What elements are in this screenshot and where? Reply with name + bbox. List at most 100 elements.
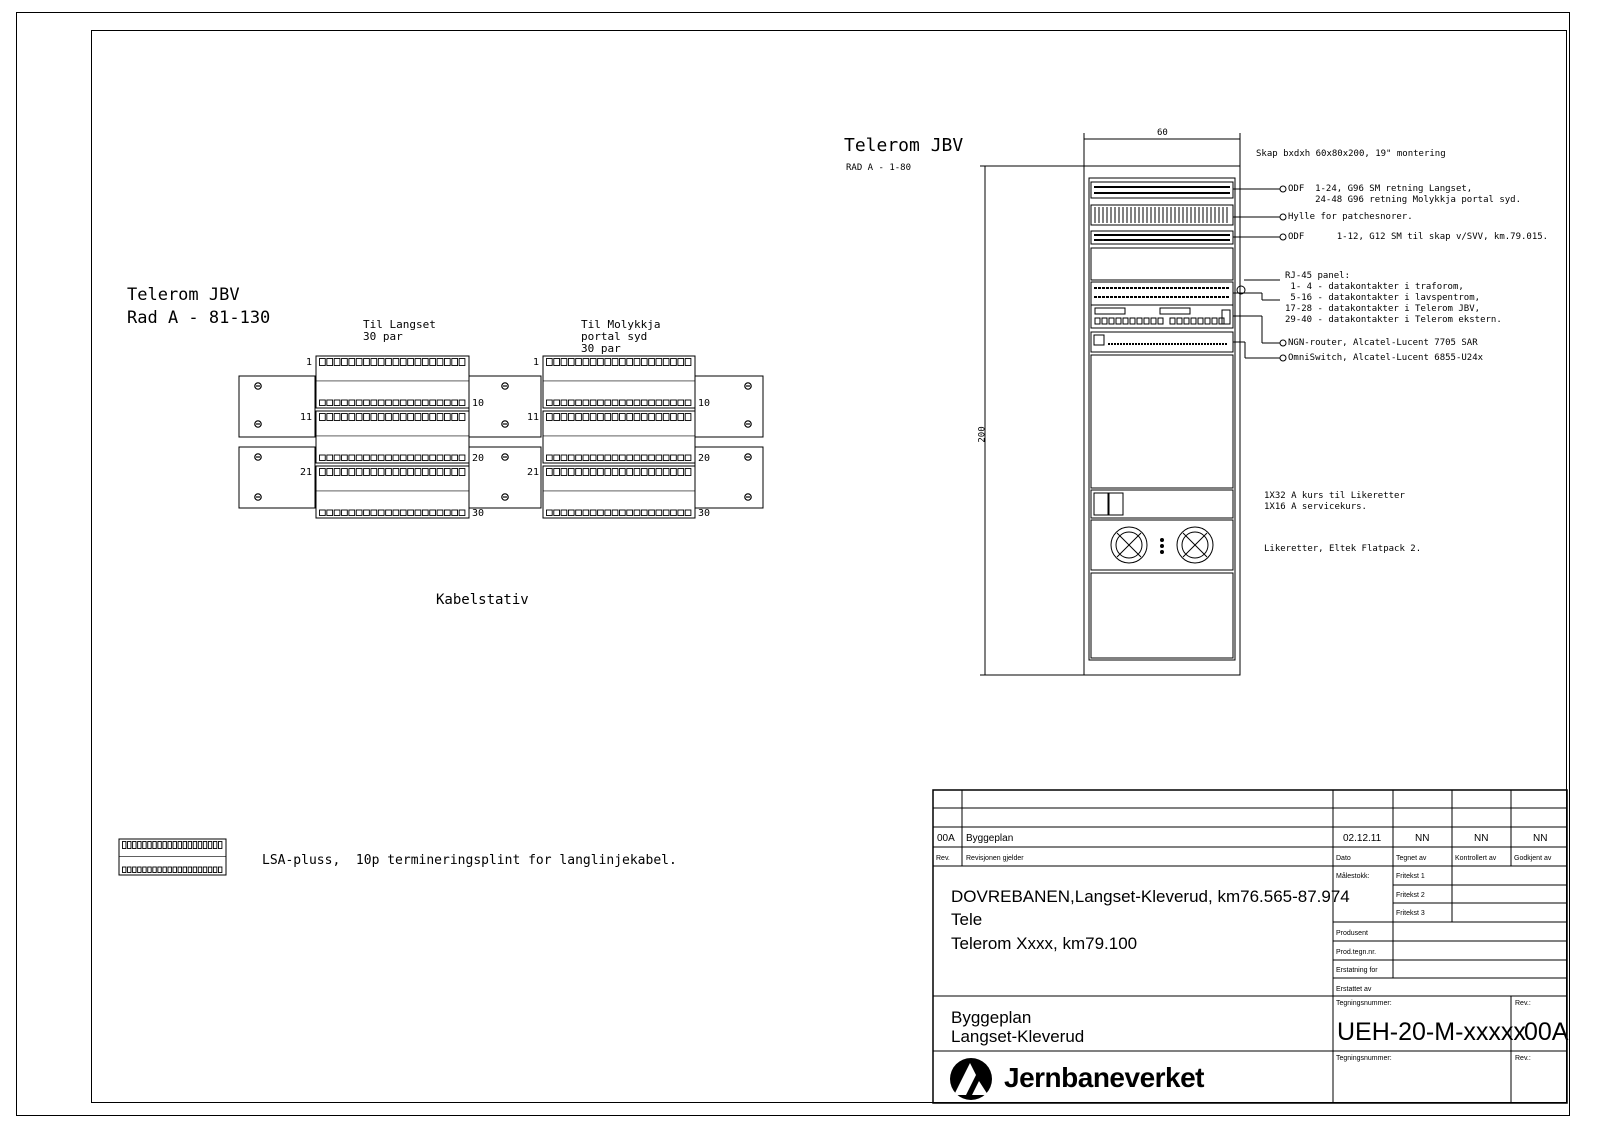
label-langset-1: Til Langset bbox=[363, 318, 436, 331]
label-langset-2: 30 par bbox=[363, 330, 403, 343]
caption-kabelstativ: Kabelstativ bbox=[436, 592, 529, 608]
hdr-drawn: Tegnet av bbox=[1396, 855, 1427, 862]
sheet-outer-border bbox=[16, 12, 1570, 1116]
drawing-no-label: Tegningsnummer: bbox=[1336, 1000, 1392, 1007]
jernbaneverket-logo-icon bbox=[950, 1058, 992, 1100]
callout-breaker-1: 1X32 A kurs til Likeretter bbox=[1264, 491, 1405, 501]
drawing-number: UEH-20-M-xxxxx bbox=[1337, 1018, 1526, 1046]
bracket-top-left bbox=[238, 375, 316, 438]
screw-icon bbox=[744, 420, 752, 428]
screw-icon bbox=[501, 420, 509, 428]
hdr-checked: Kontrollert av bbox=[1455, 855, 1497, 862]
callout-rj45-2: 5-16 - datakontakter i lavspentrom, bbox=[1285, 293, 1481, 303]
callout-rectifier: Likeretter, Eltek Flatpack 2. bbox=[1264, 544, 1422, 554]
lsa-block-r1-c2 bbox=[542, 355, 696, 409]
callout-odf1-line1: ODF 1-24, G96 SM retning Langset, bbox=[1288, 184, 1473, 194]
callout-odf1-line2: 24-48 G96 retning Molykkja portal syd. bbox=[1288, 195, 1521, 205]
screw-icon bbox=[254, 420, 262, 428]
free-text-2: Fritekst 2 bbox=[1396, 892, 1425, 899]
legend-text: LSA-pluss, 10p termineringsplint for lan… bbox=[262, 853, 677, 868]
callout-omniswitch: OmniSwitch, Alcatel-Lucent 6855-U24x bbox=[1288, 353, 1484, 363]
legend-lsa-symbol bbox=[118, 838, 227, 876]
rev-label: Rev.: bbox=[1515, 1000, 1531, 1007]
project-line-2: Tele bbox=[951, 910, 983, 929]
rev-date: 02.12.11 bbox=[1343, 833, 1382, 844]
rev-approved: NN bbox=[1533, 833, 1548, 844]
callout-shelf: Hylle for patchesnorer. bbox=[1288, 212, 1413, 222]
screw-icon bbox=[744, 453, 752, 461]
free-text-1: Fritekst 1 bbox=[1396, 873, 1425, 880]
hdr-approved: Godkjent av bbox=[1514, 855, 1552, 862]
scale-label: Målestokk: bbox=[1336, 873, 1370, 880]
callout-breaker-2: 1X16 A servicekurs. bbox=[1264, 502, 1367, 512]
label-molykkja-1: Til Molykkja bbox=[581, 318, 661, 331]
lsa-block-r3-c1 bbox=[315, 465, 470, 519]
prod-no-label: Prod.tegn.nr. bbox=[1336, 949, 1377, 956]
lsa-block-r2-c1 bbox=[315, 410, 470, 464]
rev-checked: NN bbox=[1474, 833, 1489, 844]
row-start-number: 11 bbox=[527, 412, 539, 423]
breaker-panel bbox=[1090, 489, 1234, 519]
row-start-number: 21 bbox=[300, 467, 312, 478]
rev-code: 00A bbox=[937, 833, 955, 844]
callout-odf2: ODF 1-12, G12 SM til skap v/SVV, km.79.0… bbox=[1288, 232, 1549, 242]
screw-icon bbox=[744, 382, 752, 390]
callout-cabinet: Skap bxdxh 60x80x200, 19" montering bbox=[1256, 149, 1446, 159]
fan-2 bbox=[1176, 526, 1214, 564]
drawing-type-2: Langset-Kleverud bbox=[951, 1027, 1085, 1046]
lsa-block-r2-c2 bbox=[542, 410, 696, 464]
dim-width-label: 60 bbox=[1157, 128, 1168, 138]
rev-desc: Byggeplan bbox=[966, 833, 1014, 844]
producer-label: Produsent bbox=[1336, 930, 1368, 937]
drawing-frame bbox=[91, 30, 1567, 1103]
rack-title: Telerom JBV bbox=[844, 135, 964, 156]
callout-rj45-4: 29-40 - datakontakter i Telerom ekstern. bbox=[1285, 315, 1502, 325]
patch-shelf bbox=[1090, 204, 1234, 226]
bracket-bottom-left bbox=[238, 446, 316, 509]
rack-subtitle: RAD A - 1-80 bbox=[846, 163, 912, 173]
row-end-number: 30 bbox=[698, 508, 710, 519]
odf-1 bbox=[1090, 181, 1234, 199]
hdr-rev: Rev. bbox=[936, 855, 950, 862]
callout-rj45-3: 17-28 - datakontakter i Telerom JBV, bbox=[1285, 304, 1481, 314]
row-start-number: 1 bbox=[533, 357, 539, 368]
screw-icon bbox=[254, 493, 262, 501]
row-start-number: 11 bbox=[300, 412, 312, 423]
label-molykkja-2: portal syd bbox=[581, 330, 648, 343]
screw-icon bbox=[501, 453, 509, 461]
cabinet-inner bbox=[1088, 177, 1236, 661]
screw-icon bbox=[254, 382, 262, 390]
left-title-2: Rad A - 81-130 bbox=[127, 308, 271, 328]
row-end-number: 10 bbox=[472, 398, 484, 409]
project-line-1: DOVREBANEN,Langset-Kleverud, km76.565-87… bbox=[951, 887, 1350, 906]
callout-rj45-1: 1- 4 - datakontakter i traforom, bbox=[1285, 282, 1464, 292]
row-end-number: 20 bbox=[472, 453, 484, 464]
hdr-valid: Revisjonen gjelder bbox=[966, 855, 1024, 862]
drawing-no-label-2: Tegningsnummer: bbox=[1336, 1055, 1392, 1062]
project-line-3: Telerom Xxxx, km79.100 bbox=[951, 934, 1138, 953]
replaces-label: Erstatning for bbox=[1336, 967, 1378, 974]
callout-rj45-title: RJ-45 panel: bbox=[1285, 271, 1351, 281]
hdr-date: Dato bbox=[1336, 855, 1351, 862]
rectifier bbox=[1090, 519, 1234, 571]
rev-value: 00A bbox=[1524, 1018, 1569, 1046]
drawing-type-1: Byggeplan bbox=[951, 1008, 1032, 1027]
screw-icon bbox=[501, 382, 509, 390]
lsa-block-r3-c2 bbox=[542, 465, 696, 519]
fan-1 bbox=[1110, 526, 1148, 564]
lsa-block-r1-c1 bbox=[315, 355, 470, 409]
row-end-number: 10 bbox=[698, 398, 710, 409]
rev-label-2: Rev.: bbox=[1515, 1055, 1531, 1062]
row-start-number: 1 bbox=[306, 357, 312, 368]
callout-ngn: NGN-router, Alcatel-Lucent 7705 SAR bbox=[1288, 338, 1478, 348]
replaced-by-label: Erstattet av bbox=[1336, 986, 1372, 993]
row-end-number: 30 bbox=[472, 508, 484, 519]
row-end-number: 20 bbox=[698, 453, 710, 464]
company-name: Jernbaneverket bbox=[1004, 1062, 1205, 1093]
screw-icon bbox=[501, 493, 509, 501]
rev-drawn: NN bbox=[1415, 833, 1430, 844]
screw-icon bbox=[254, 453, 262, 461]
